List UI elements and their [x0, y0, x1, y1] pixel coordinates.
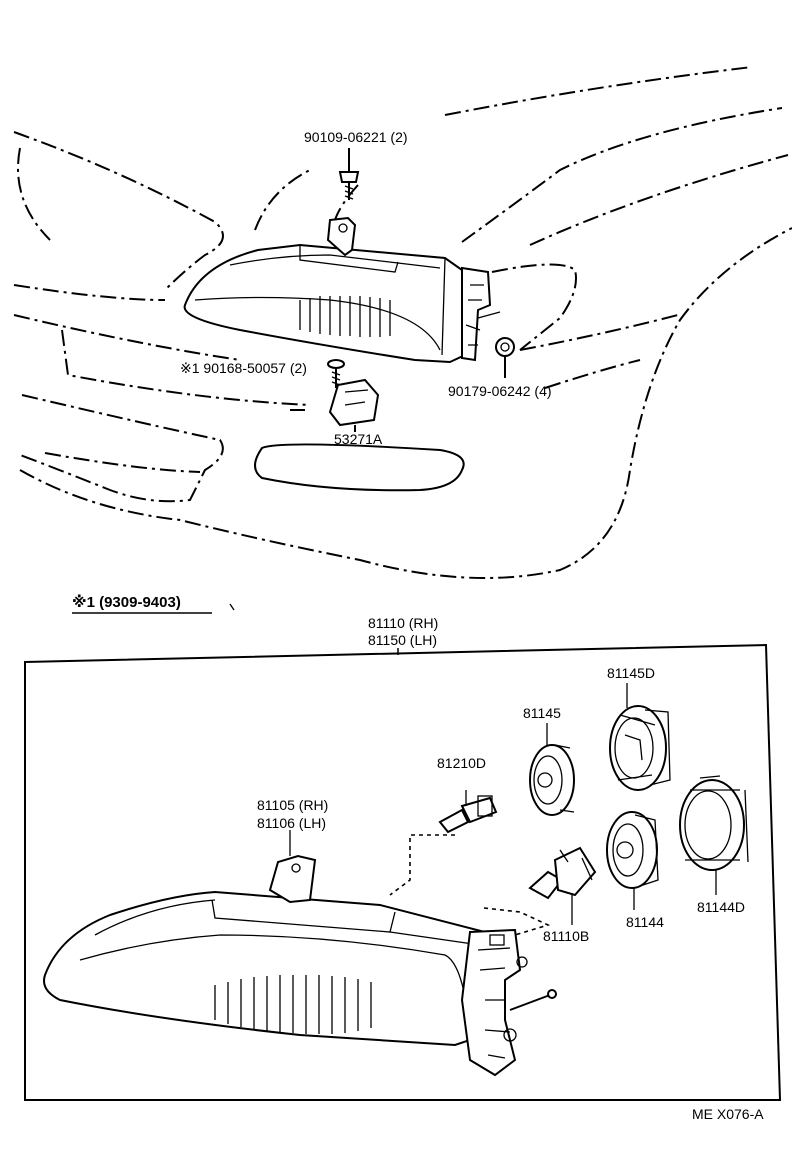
label-headlamp-rh: 81110 (RH)	[368, 615, 438, 631]
vehicle-body-outline	[13, 66, 792, 579]
label-ref-code: ME X076-A	[692, 1106, 764, 1122]
label-81110b: 81110B	[543, 928, 589, 944]
cover-81144-icon	[606, 811, 659, 889]
tick-mark	[229, 603, 235, 611]
bulb-81210d-icon	[438, 790, 498, 834]
bolt-icon	[338, 148, 360, 200]
bracket-icon	[328, 378, 380, 432]
label-81210d: 81210D	[437, 755, 486, 771]
socket-81145-icon	[529, 744, 575, 816]
socket-81145d-icon	[609, 705, 671, 791]
label-bolt-top: 90109-06221 (2)	[304, 129, 408, 145]
label-81145d: 81145D	[607, 665, 655, 681]
label-unit-lh: 81106 (LH)	[257, 815, 326, 831]
label-nut: 90179-06242 (4)	[448, 383, 552, 399]
label-date-note: ※1 (9309-9403)	[72, 593, 181, 611]
headlamp-upper	[183, 216, 501, 364]
bulb-81110b-icon	[528, 846, 597, 900]
nut-icon	[495, 337, 515, 378]
label-81145: 81145	[523, 705, 561, 721]
label-screw: ※1 90168-50057 (2)	[180, 360, 307, 376]
dotted-leader-81110b	[483, 907, 551, 936]
label-unit-rh: 81105 (RH)	[257, 797, 328, 813]
headlamp-lower	[43, 854, 557, 1077]
label-headlamp-lh: 81150 (LH)	[368, 632, 437, 648]
screw-icon	[327, 359, 345, 388]
label-81144d: 81144D	[697, 899, 745, 915]
cover-81144d-icon	[679, 775, 749, 871]
label-bracket: 53271A	[334, 431, 383, 447]
dotted-leader-81210d	[389, 834, 455, 896]
label-81144: 81144	[626, 914, 664, 930]
assembly-frame	[24, 643, 782, 1101]
